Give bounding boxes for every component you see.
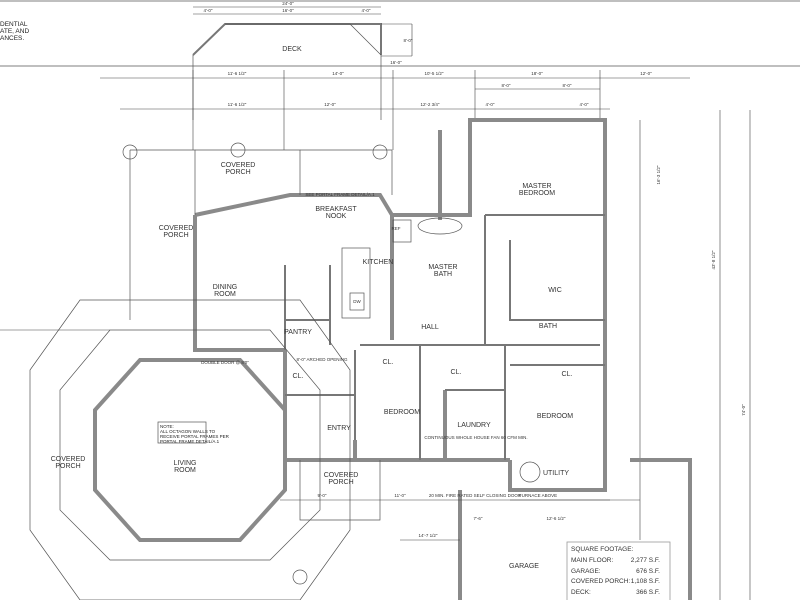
dimension-label: 4'-0"	[362, 8, 371, 13]
callout-text: CONTINUOUS WHOLE HOUSE FAN 60 CFM MIN.	[424, 435, 527, 440]
room-label-master-bedroom: MASTER	[522, 183, 551, 190]
dimension-row-1: 11'-6 1/2" 14'-0" 10'-5 1/2" 18'-0" 12'-…	[100, 70, 690, 150]
dimension-label: 14'-0"	[332, 71, 344, 76]
porch-outlines	[122, 142, 610, 585]
dimension-label: 14'-7 1/2"	[419, 533, 438, 538]
note-text: NOTE:	[160, 424, 174, 429]
room-label-laundry: LAUNDRY	[457, 422, 491, 429]
room-label-dining-room: DINING	[213, 284, 238, 291]
callout-text: FURNACE ABOVE	[519, 493, 557, 498]
room-label-covered-porch: PORCH	[163, 232, 188, 239]
room-label-bedroom: BEDROOM	[537, 413, 573, 420]
room-label-wic: WIC	[548, 287, 562, 294]
dimension-label: 4'-0"	[204, 8, 213, 13]
dimension-label: 7'-6"	[474, 516, 483, 521]
note-text: RECEIVE PORTAL FRAMES PER	[160, 434, 230, 439]
room-label-covered-porch: PORCH	[328, 479, 353, 486]
callout-text: SEE PORTAL FRAME DETAIL/A.1	[305, 192, 375, 197]
dimension-label: 24'-0"	[282, 1, 294, 6]
dimension-label: 11'-6 1/2"	[228, 71, 247, 76]
dimension-label: 8'-0"	[563, 83, 572, 88]
room-label-deck: DECK	[282, 46, 302, 53]
dimension-label: 10'-5 1/2"	[425, 71, 444, 76]
sf-label: MAIN FLOOR:	[571, 557, 613, 564]
sf-value: 366 S.F.	[636, 589, 660, 596]
callout-text: 8'-0" ARCHED OPENING	[297, 357, 348, 362]
label-ref: REF	[392, 226, 401, 231]
dimension-label: 11'-0"	[394, 493, 406, 498]
sf-value: 1,108 S.F.	[631, 578, 660, 585]
dimension-label: 16'-0"	[390, 60, 402, 65]
room-label-bedroom: BEDROOM	[384, 409, 420, 416]
room-label-master-bath: BATH	[434, 271, 452, 278]
sf-value: 2,277 S.F.	[631, 557, 660, 564]
dimension-label: 8'-0"	[502, 83, 511, 88]
dimension-label: 9'-0"	[318, 493, 327, 498]
sf-label: GARAGE:	[571, 568, 601, 575]
room-label-kitchen: KITCHEN	[363, 259, 394, 266]
deck: DECK 24'-0" 4'-0" 16'-0" 4'-0" 8'-0" 16'…	[192, 1, 413, 120]
room-label-covered-porch: COVERED	[159, 225, 194, 232]
room-label-bath: BATH	[539, 323, 557, 330]
square-footage-table: SQUARE FOOTAGE: MAIN FLOOR: 2,277 S.F. G…	[566, 541, 671, 600]
room-label-closet: CL.	[562, 371, 573, 378]
room-label-hall: HALL	[421, 324, 439, 331]
dimension-label: 12'-0"	[640, 71, 652, 76]
room-label-covered-porch: COVERED	[221, 162, 256, 169]
note-text: PORTAL FRAME DETAIL/A.1	[160, 439, 220, 444]
room-label-closet: CL.	[383, 359, 394, 366]
room-label-closet: CL.	[293, 373, 304, 380]
header-note-line: DENTIAL	[0, 21, 28, 28]
square-footage-title: SQUARE FOOTAGE:	[571, 546, 634, 553]
dimension-label: 16'-0"	[282, 8, 294, 13]
exterior-walls	[193, 118, 692, 600]
header-note-line: ATE, AND	[0, 28, 29, 35]
room-label-master-bath: MASTER	[428, 264, 457, 271]
sf-value: 676 S.F.	[636, 568, 660, 575]
dimension-label: 74'-0"	[741, 404, 746, 416]
interior-walls	[284, 214, 605, 460]
dimension-label: 18'-0"	[531, 71, 543, 76]
room-label-closet: CL.	[451, 369, 462, 376]
room-label-breakfast-nook: NOOK	[326, 213, 347, 220]
dimension-label: 12'-2 3/4"	[421, 102, 440, 107]
octagon-living-room: NOTE: ALL OCTAGON WALLS TO RECEIVE PORTA…	[0, 299, 351, 600]
dimension-label: 4'-0"	[580, 102, 589, 107]
room-label-dining-room: ROOM	[214, 291, 236, 298]
room-label-master-bedroom: BEDROOM	[519, 190, 555, 197]
dimension-label: 43'-8 1/2"	[711, 250, 716, 269]
callouts: SEE PORTAL FRAME DETAIL/A.1 CONTINUOUS W…	[201, 192, 557, 498]
dimension-right: 74'-0" 43'-8 1/2" 16'-3 1/2"	[639, 110, 751, 600]
room-label-living-room: LIVING	[174, 460, 197, 467]
room-label-covered-porch: COVERED	[51, 456, 86, 463]
room-label-living-room: ROOM	[174, 467, 196, 474]
dimension-label: 16'-3 1/2"	[656, 165, 661, 184]
room-label-covered-porch: PORCH	[55, 463, 80, 470]
room-label-utility: UTILITY	[543, 470, 569, 477]
room-label-entry: ENTRY	[327, 425, 351, 432]
sf-label: COVERED PORCH:	[571, 578, 630, 585]
room-label-pantry: PANTRY	[284, 329, 312, 336]
header-note-line: ANCES.	[0, 35, 24, 42]
room-label-garage: GARAGE	[509, 563, 539, 570]
room-label-covered-porch: COVERED	[324, 472, 359, 479]
room-label-breakfast-nook: BREAKFAST	[315, 206, 357, 213]
callout-text: 20 MIN. FIRE RATED SELF CLOSING DOOR	[429, 493, 522, 498]
room-labels: COVERED PORCH BREAKFAST NOOK COVERED POR…	[51, 162, 574, 570]
dimension-label: 12'-6 1/2"	[547, 516, 566, 521]
note-text: ALL OCTAGON WALLS TO	[160, 429, 216, 434]
room-label-covered-porch: PORCH	[225, 169, 250, 176]
dimension-label: 4'-0"	[486, 102, 495, 107]
callout-text: DOUBLE DOOR @ 8'0"	[201, 360, 249, 365]
dimension-label: 8'-0"	[404, 38, 413, 43]
dimension-bottom: 9'-0" 11'-0" 7'-6" 12'-6 1/2" 14'-7 1/2"	[280, 493, 640, 538]
label-dw: DW	[353, 299, 361, 304]
dimension-label: 11'-6 1/2"	[228, 102, 247, 107]
dimension-label: 12'-0"	[324, 102, 336, 107]
dimension-row-2: 11'-6 1/2" 12'-0" 12'-2 3/4" 4'-0" 8'-0"…	[120, 83, 610, 110]
sf-label: DECK:	[571, 589, 591, 596]
